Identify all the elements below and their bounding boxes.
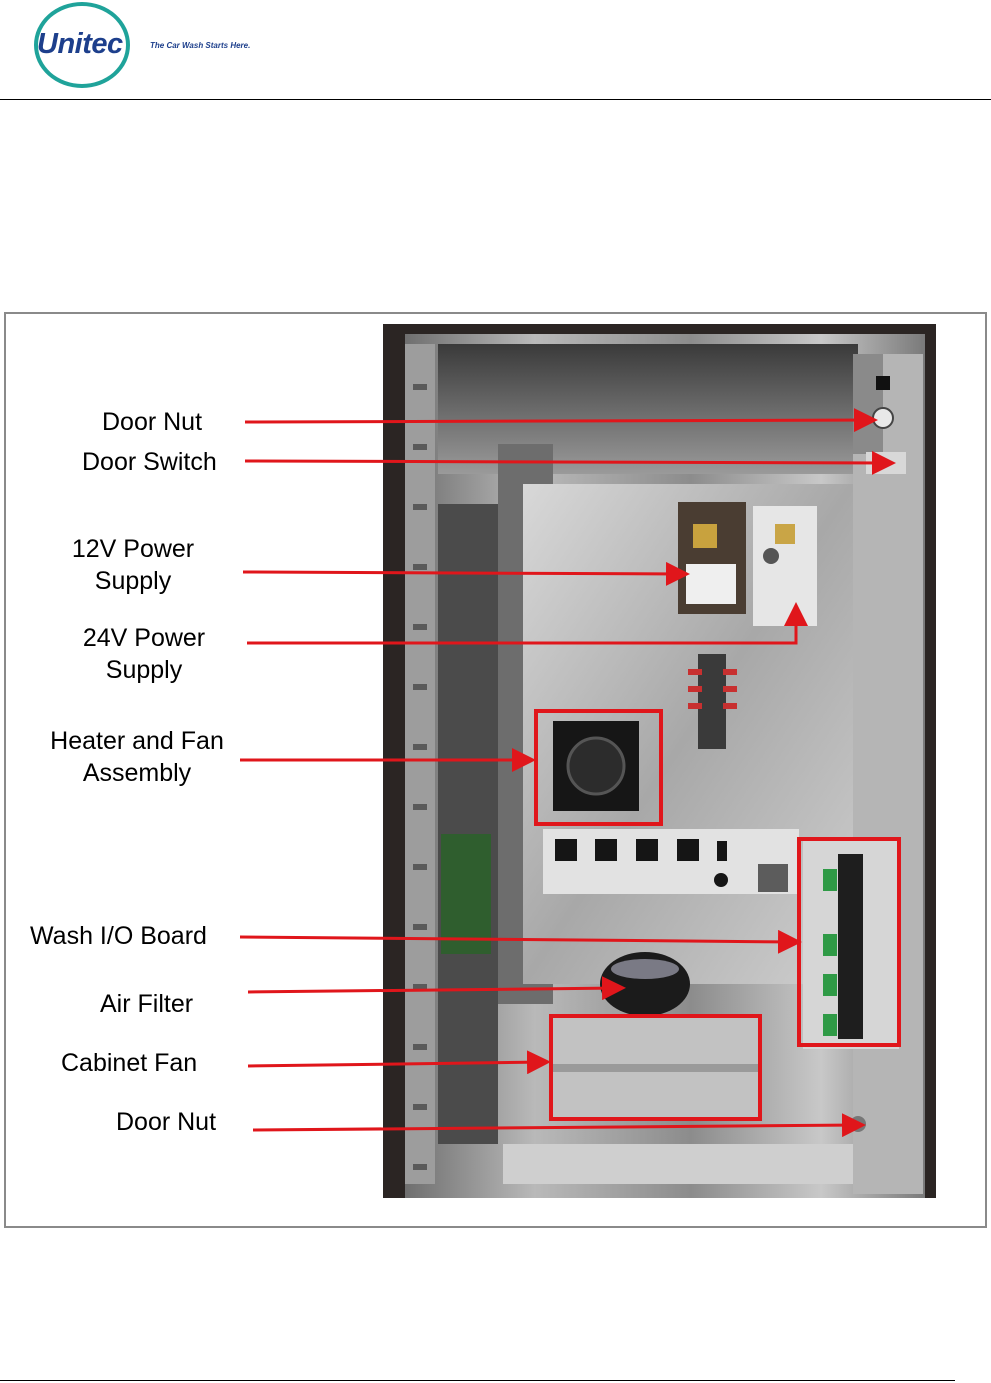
label-air-filter-text: Air Filter — [100, 990, 194, 1018]
logo-tagline: The Car Wash Starts Here. — [150, 41, 251, 50]
label-door-switch: Door Switch — [82, 446, 217, 478]
label-heater-line1: Heater and Fan — [50, 727, 224, 755]
header-divider — [0, 99, 991, 100]
label-12v-power-supply: 12V Power Supply — [68, 533, 198, 597]
label-12v-line2: Supply — [94, 567, 172, 595]
label-wash-io-board: Wash I/O Board — [30, 920, 207, 952]
label-air-filter: Air Filter — [100, 988, 193, 1020]
label-12v-line1: 12V Power — [71, 535, 195, 563]
label-24v-line1: 24V Power — [82, 624, 206, 652]
label-door-nut-top: Door Nut — [102, 406, 202, 438]
footer-divider — [0, 1380, 955, 1381]
label-door-nut-bottom: Door Nut — [116, 1106, 216, 1138]
unitec-logo — [34, 2, 130, 88]
cabinet-photo — [383, 324, 936, 1198]
label-24v-line2: Supply — [105, 656, 183, 684]
label-cabinet-fan: Cabinet Fan — [61, 1047, 197, 1079]
label-wash-io-text: Wash I/O Board — [30, 922, 207, 950]
label-door-switch-text: Door Switch — [82, 448, 217, 476]
label-cabinet-fan-text: Cabinet Fan — [61, 1049, 198, 1077]
label-door-nut-top-text: Door Nut — [102, 408, 203, 436]
label-door-nut-bottom-text: Door Nut — [116, 1108, 217, 1136]
label-heater-fan-assembly: Heater and Fan Assembly — [44, 725, 230, 789]
label-24v-power-supply: 24V Power Supply — [78, 622, 210, 686]
label-heater-line2: Assembly — [82, 759, 192, 787]
logo-text: Unitec — [37, 28, 123, 60]
page-header: Unitec The Car Wash Starts Here. — [0, 0, 991, 100]
